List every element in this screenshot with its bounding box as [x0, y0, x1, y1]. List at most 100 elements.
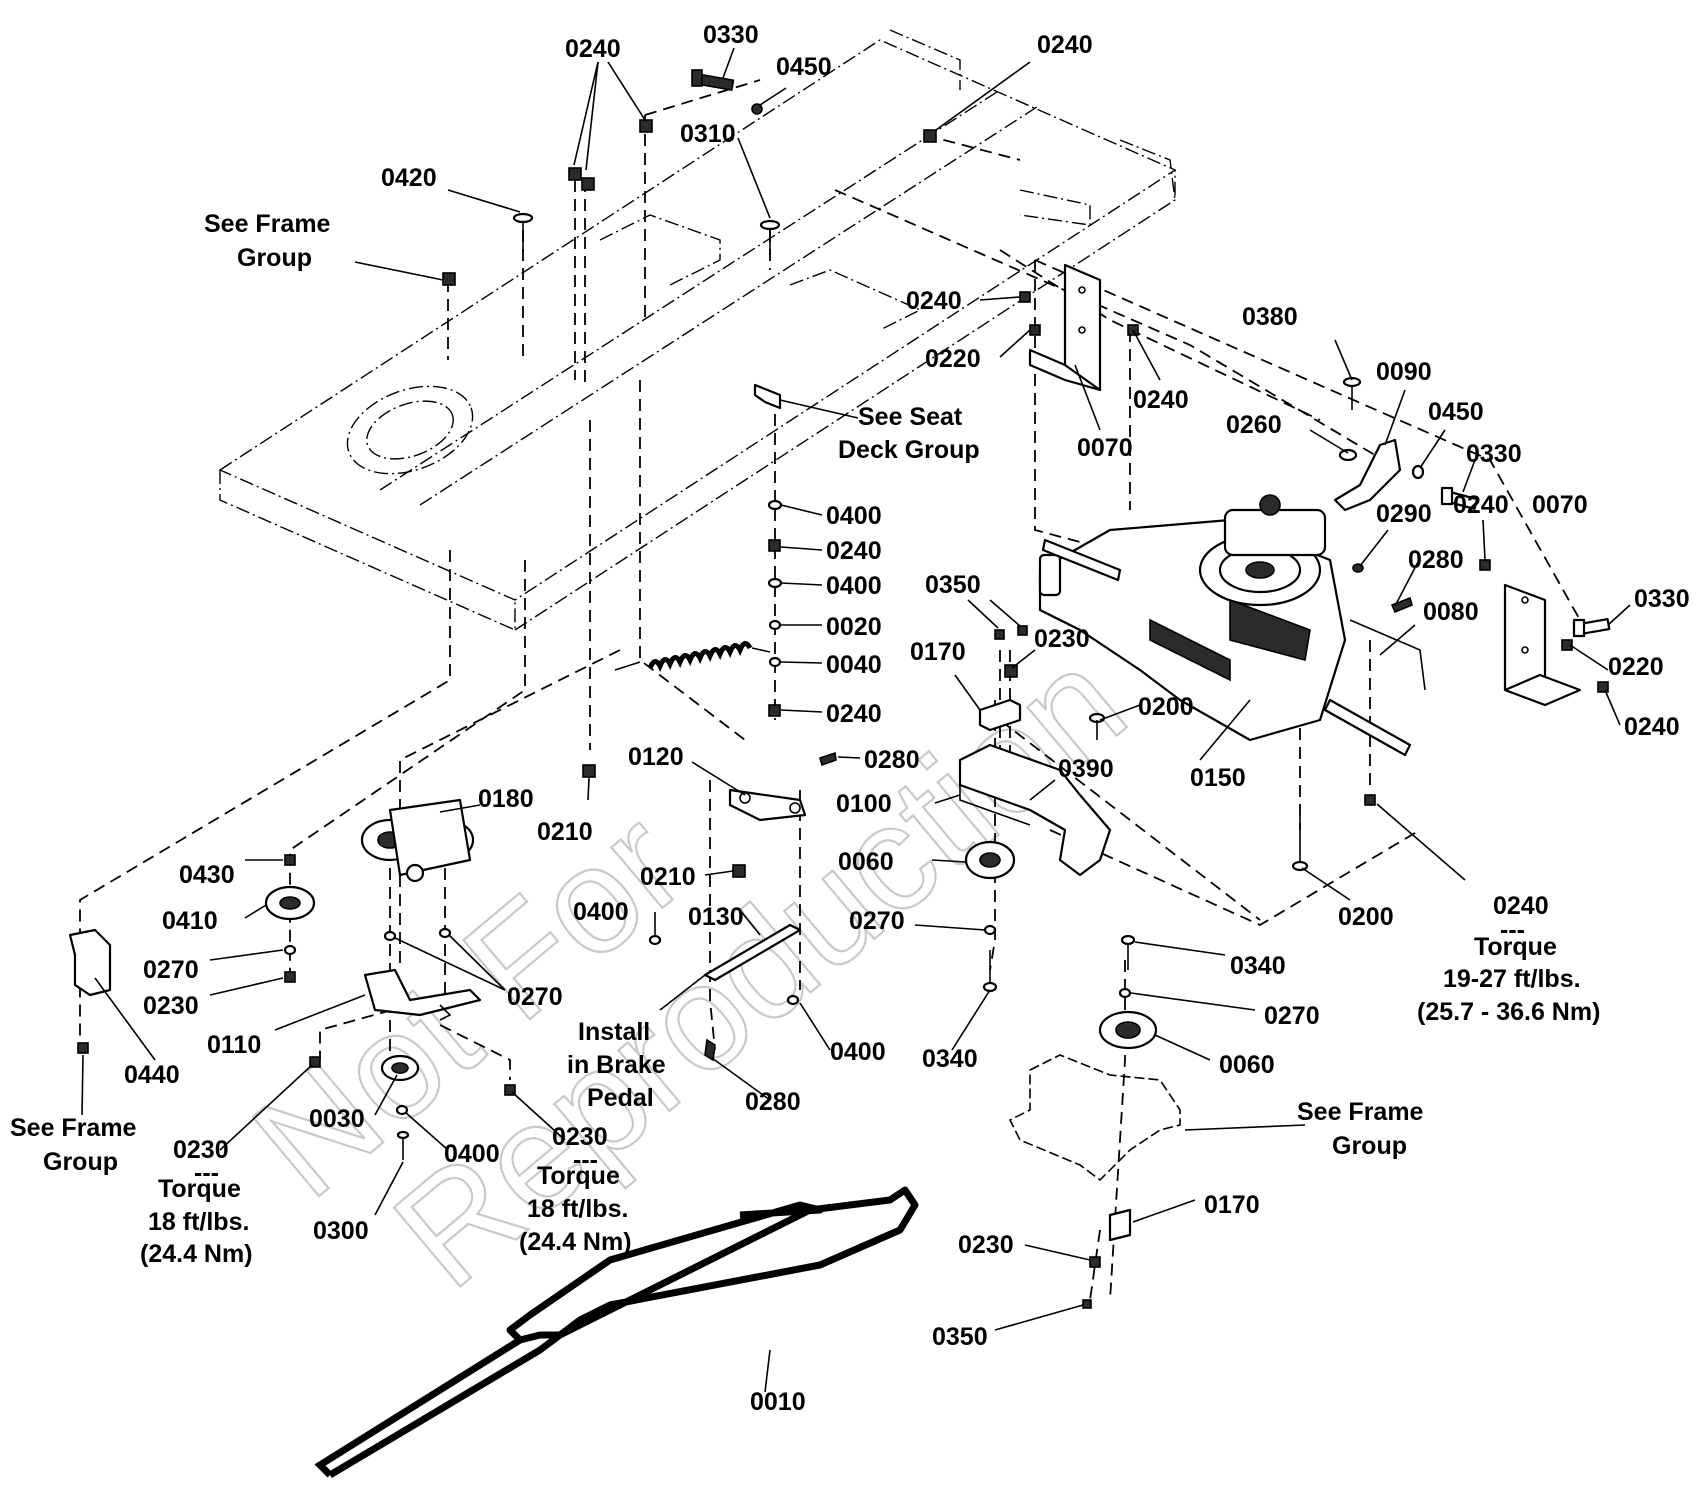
callout-0240-top-left: 0240	[565, 35, 621, 63]
pulley-0030	[380, 1054, 420, 1082]
callout-0060-top: 0060	[838, 848, 894, 876]
callout-see-frame-group-b-line-1: See Frame	[10, 1114, 137, 1142]
bracket-0170-bottom	[1108, 1208, 1132, 1242]
callout-0030: 0030	[309, 1105, 365, 1133]
callout-torque-0240-line-4: 19-27 ft/lbs.	[1443, 965, 1581, 993]
washer-0400-b	[767, 577, 783, 589]
callout-see-frame-group-a-line-1: See Frame	[204, 210, 331, 238]
washer-0270-right	[1118, 987, 1132, 999]
nut-0230-mid-b	[504, 1084, 516, 1096]
nut-0240-torque	[1364, 794, 1376, 806]
callout-0150: 0150	[1190, 764, 1246, 792]
nut-frame-left	[77, 1042, 89, 1054]
leader-lines	[81, 47, 1631, 1393]
bolt-0330-far-right	[1572, 618, 1611, 638]
callout-0240-stack-a: 0240	[826, 537, 882, 565]
part-0040	[768, 656, 782, 668]
spring	[614, 641, 771, 672]
clip-seat-deck	[753, 383, 782, 410]
nut-0240-top-c	[581, 177, 595, 191]
callout-torque-0230-b-line-2: ---	[573, 1146, 598, 1174]
tractor-frame	[218, 29, 1177, 632]
nut-0240-top-d	[923, 129, 937, 143]
nut-0350-bottom	[1082, 1299, 1092, 1309]
nut-0230-top	[1004, 664, 1018, 678]
part-0020	[768, 619, 782, 631]
callout-see-seat-deck-group-line-2: Deck Group	[838, 436, 980, 464]
washer-0270-left	[283, 944, 297, 956]
callout-install-brake-pedal-line-2: in Brake	[567, 1051, 666, 1079]
callout-0400-stack-a: 0400	[826, 502, 882, 530]
nut-0240-bracket-a	[1019, 291, 1031, 303]
pin-0280-top	[819, 751, 837, 767]
callout-0240-right-b: 0240	[1624, 713, 1680, 741]
callout-0350-bottom: 0350	[932, 1323, 988, 1351]
callout-0240-stack-b: 0240	[826, 700, 882, 728]
bracket-0090	[1333, 438, 1402, 512]
callout-0340-left: 0340	[922, 1045, 978, 1073]
callout-see-frame-group-a-line-2: Group	[237, 244, 312, 272]
callout-0400-lower: 0400	[830, 1038, 886, 1066]
washer-0260	[1338, 448, 1358, 462]
nut-0240-stack-b	[768, 704, 781, 717]
bolt-0380	[1342, 376, 1362, 410]
callout-0130: 0130	[688, 903, 744, 931]
callout-torque-0230-a-line-1: 0230	[173, 1136, 229, 1164]
bolt-0330-right	[1440, 486, 1479, 511]
washer-0400-bottom	[395, 1104, 409, 1116]
callout-0220-right: 0220	[1608, 653, 1664, 681]
axle-right	[1323, 698, 1412, 757]
callout-see-seat-deck-group-line-1: See Seat	[858, 403, 963, 431]
nut-0220-right	[1561, 639, 1573, 651]
callout-0400-bottom: 0400	[444, 1140, 500, 1168]
callout-0380: 0380	[1242, 303, 1298, 331]
nut-0350-b	[1017, 625, 1028, 636]
nut-frame-group	[442, 272, 456, 286]
nut-0240-top-b	[568, 167, 582, 181]
bolt-0340-right	[1120, 934, 1136, 970]
washer-0450-top	[751, 103, 763, 115]
callout-torque-0240-line-1: 0240	[1493, 892, 1549, 920]
callout-0090: 0090	[1376, 358, 1432, 386]
callout-0400-rod: 0400	[573, 898, 629, 926]
callout-torque-0230-b-line-4: 18 ft/lbs.	[527, 1195, 628, 1223]
rod-0130	[703, 923, 802, 982]
idler-pulley-0180	[360, 798, 475, 883]
callout-0300: 0300	[313, 1217, 369, 1245]
bolt-0300	[396, 1130, 410, 1160]
callout-0080: 0080	[1423, 598, 1479, 626]
pulley-0060-top	[964, 840, 1016, 880]
callout-0280-lower: 0280	[745, 1088, 801, 1116]
bracket-0170-top	[978, 698, 1022, 732]
arm-0120	[728, 788, 807, 822]
callout-0230-top: 0230	[1034, 625, 1090, 653]
callout-0390: 0390	[1058, 755, 1114, 783]
callout-torque-0230-b-line-5: (24.4 Nm)	[519, 1228, 632, 1256]
callout-0210-mid: 0210	[640, 863, 696, 891]
callout-install-brake-pedal-line-3: Pedal	[587, 1084, 654, 1112]
nut-0210-b	[732, 864, 746, 878]
belt-0010	[328, 1186, 919, 1479]
nut-0240-top-a	[639, 119, 653, 133]
callout-torque-0230-a-line-3: Torque	[158, 1175, 241, 1203]
nut-0240-stack-a	[768, 539, 781, 552]
washer-0400-a	[767, 499, 783, 511]
pulley-0410	[264, 885, 316, 921]
callout-0330-top: 0330	[703, 21, 759, 49]
callout-0280-top: 0280	[864, 746, 920, 774]
callout-0450-right: 0450	[1428, 398, 1484, 426]
bracket-0100	[958, 743, 1112, 877]
callout-torque-0230-b-line-1: 0230	[552, 1123, 608, 1151]
callout-0220: 0220	[925, 345, 981, 373]
callout-0240-bracket-left: 0240	[906, 287, 962, 315]
axle-left	[1041, 538, 1122, 582]
callout-0340-right: 0340	[1230, 952, 1286, 980]
callout-0240-top-right: 0240	[1037, 31, 1093, 59]
callout-0170-bottom: 0170	[1204, 1191, 1260, 1219]
callout-0240-bracket-right: 0240	[1133, 386, 1189, 414]
pulley-0060-bottom	[1098, 1010, 1158, 1050]
callout-torque-0230-a-line-2: ---	[194, 1159, 219, 1187]
rod-0080	[1349, 619, 1426, 691]
bolt-0200-b	[1291, 815, 1309, 872]
callout-0270-right: 0270	[1264, 1002, 1320, 1030]
